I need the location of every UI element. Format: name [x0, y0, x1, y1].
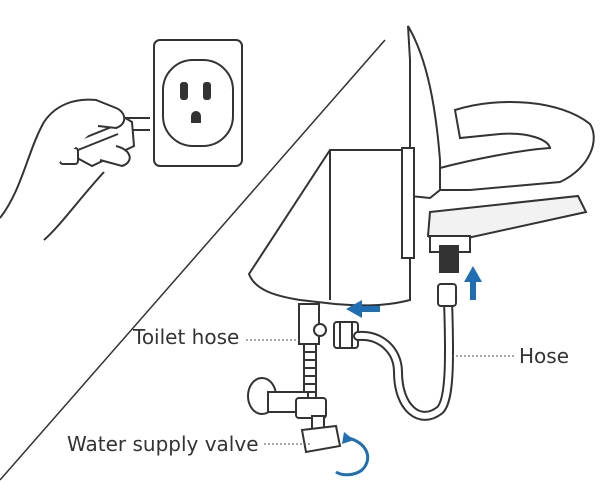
water-supply-valve-label: Water supply valve	[67, 432, 259, 456]
bidet-seat-icon	[401, 25, 595, 273]
arrow-left-icon	[346, 300, 380, 318]
shutoff-valve-icon	[247, 377, 342, 454]
hand-icon	[0, 98, 131, 241]
toilet-hose-label: Toilet hose	[133, 325, 240, 349]
toilet-body-icon	[247, 149, 411, 307]
t-connector-icon	[333, 321, 359, 349]
flex-hose-icon	[353, 283, 457, 421]
wall-diagonal-line	[0, 39, 386, 481]
rotate-ccw-icon	[335, 432, 370, 477]
hose-label: Hose	[519, 344, 569, 368]
wall-outlet-icon	[153, 39, 243, 167]
arrow-up-icon	[464, 266, 482, 300]
toilet-hose-pipe-icon	[298, 303, 327, 401]
